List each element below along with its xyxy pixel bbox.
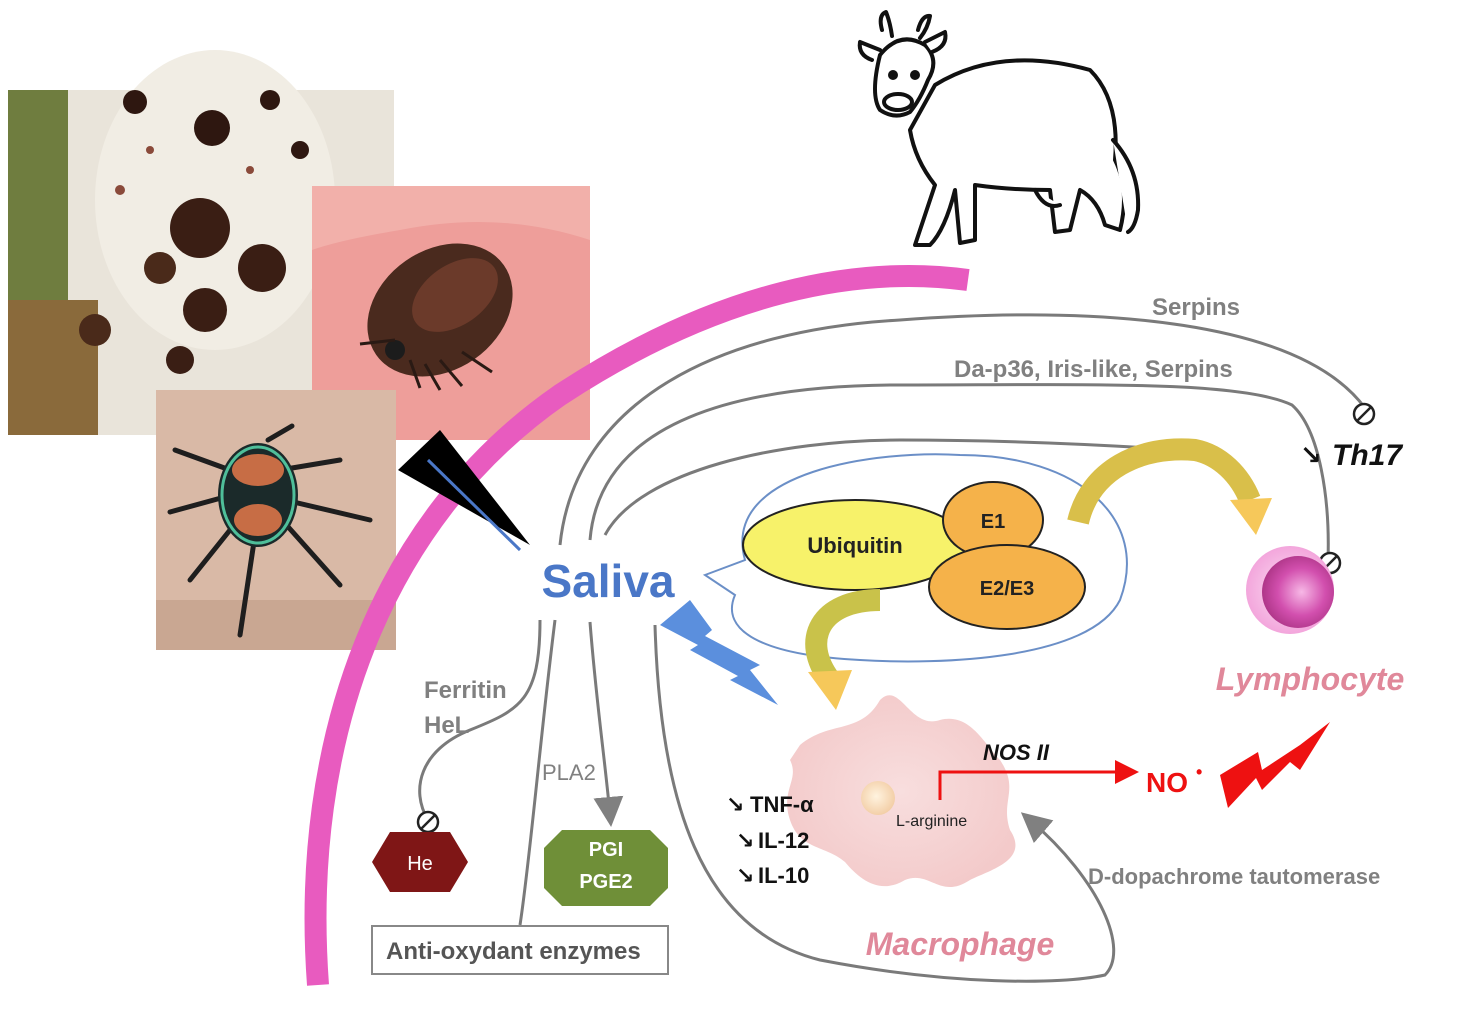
skin-barrier-arc — [304, 265, 970, 986]
no-label: NO — [1146, 767, 1188, 798]
no-label-group: NO • — [1146, 762, 1202, 798]
dopachrome-pathway — [653, 624, 1116, 983]
dap36-label: Da-p36, Iris-like, Serpins — [954, 356, 1233, 383]
cytokine-list: ↘ TNF-α ↘ IL-12 ↘ IL-10 — [726, 792, 814, 888]
macrophage-cell — [787, 695, 1016, 888]
red-lightning-icon — [1220, 722, 1330, 808]
antioxidant-box — [371, 925, 669, 975]
serpins-pathway — [558, 313, 1367, 546]
down-arrow-icon: ↘ — [1300, 440, 1322, 470]
hel-label: HeL — [424, 712, 469, 739]
th17-inner-pathway — [603, 438, 1151, 536]
tick-mouthpart-wedge — [398, 430, 530, 552]
il10-label: IL-10 — [758, 863, 809, 888]
lightning-bolt-icon — [660, 600, 778, 705]
cow-drawing — [857, 10, 1141, 247]
down-arrow-icon: ↘ — [726, 792, 744, 817]
th17-label-group: ↘ Th17 — [1300, 439, 1403, 472]
no-radical-dot: • — [1196, 762, 1202, 782]
tick-on-skin-photo — [156, 390, 396, 650]
pla2-pathway — [588, 621, 624, 827]
ubiquitin-to-macrophage-arrow — [805, 589, 881, 710]
he-label: He — [407, 853, 433, 875]
dopachrome-label: D-dopachrome tautomerase — [1088, 864, 1380, 889]
dap36-pathway — [588, 383, 1330, 561]
ferritin-pathway — [418, 619, 542, 821]
down-arrow-icon: ↘ — [736, 863, 754, 888]
pla2-label: PLA2 — [542, 760, 596, 785]
e2e3-label: E2/E3 — [980, 578, 1034, 600]
lymphocyte-label: Lymphocyte — [1216, 661, 1404, 697]
ubiquitin-label: Ubiquitin — [807, 533, 902, 558]
pge2-label: PGE2 — [579, 871, 632, 893]
pathway-lines — [418, 313, 1367, 983]
saliva-label: Saliva — [542, 555, 675, 607]
he-hexagon — [372, 832, 468, 892]
antioxidant-pathway — [518, 619, 557, 926]
lymphocyte-cell — [1246, 546, 1334, 634]
larginine-label: L-arginine — [896, 813, 967, 830]
antioxidant-label: Anti-oxydant enzymes — [386, 938, 641, 965]
macrophage-nucleus — [861, 781, 895, 815]
down-arrow-icon: ↘ — [736, 828, 754, 853]
ferritin-label: Ferritin — [424, 677, 507, 704]
pg-octagon — [544, 830, 668, 906]
nos-label: NOS II — [983, 740, 1050, 765]
il12-label: IL-12 — [758, 828, 809, 853]
serpins-label: Serpins — [1152, 294, 1240, 321]
ubiquitin-to-lymphocyte-arrow — [1067, 438, 1272, 535]
e1-label: E1 — [981, 511, 1005, 533]
e2e3-ellipse — [928, 544, 1086, 630]
th17-label: Th17 — [1332, 439, 1403, 472]
tnf-label: TNF-α — [750, 792, 814, 817]
macrophage-label: Macrophage — [866, 926, 1054, 962]
pgi-label: PGI — [589, 839, 623, 861]
nos-arrow — [938, 760, 1139, 800]
